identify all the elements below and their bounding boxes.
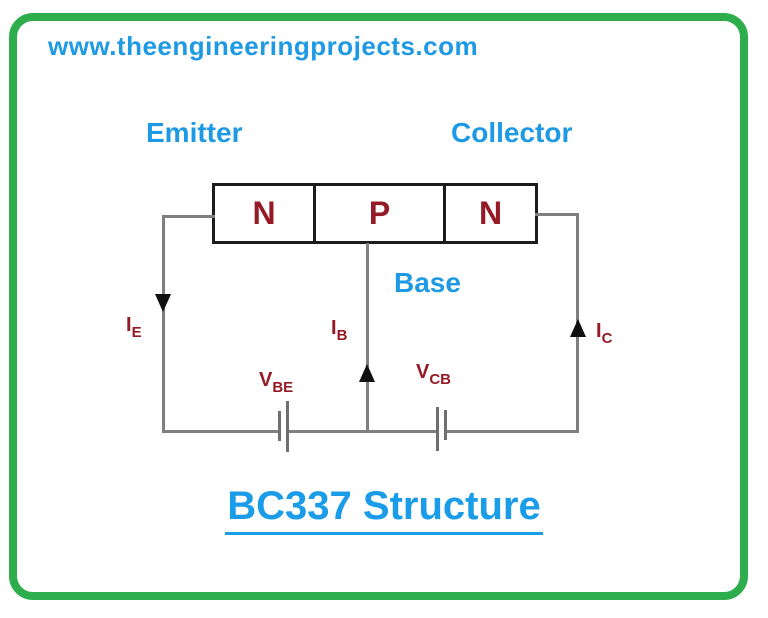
bottom-wire-left <box>162 430 279 433</box>
green-border-frame <box>9 13 748 600</box>
vcb-voltage-label: VCB <box>416 362 451 387</box>
npn-region-box: N P N <box>212 183 538 244</box>
base-wire-vertical <box>366 243 369 433</box>
base-region-p: P <box>313 186 446 241</box>
ie-subscript: E <box>131 324 142 341</box>
bottom-wire-right <box>447 430 579 433</box>
website-watermark: www.theengineeringprojects.com <box>48 31 479 61</box>
collector-region-n: N <box>478 195 503 231</box>
collector-wire-top <box>535 213 579 216</box>
title-row: BC337 Structure <box>0 484 768 535</box>
base-label: Base <box>394 267 461 298</box>
collector-current-arrow-up-icon <box>570 319 586 337</box>
ic-subscript: C <box>601 330 613 347</box>
base-current-arrow-up-icon <box>359 364 375 382</box>
collector-label: Collector <box>451 117 573 148</box>
vbe-symbol: V <box>259 369 273 391</box>
base-current-label: IB <box>331 318 347 343</box>
vcb-subscript: CB <box>429 371 452 388</box>
bottom-wire-middle <box>289 430 437 433</box>
collector-current-label: IC <box>596 321 612 346</box>
vbe-battery-plate-short <box>278 411 281 441</box>
vcb-battery-plate-long <box>436 407 439 451</box>
ib-symbol: I <box>331 317 337 339</box>
vcb-symbol: V <box>416 361 430 383</box>
ie-symbol: I <box>126 314 132 336</box>
diagram-title: BC337 Structure <box>225 484 543 535</box>
emitter-current-arrow-down-icon <box>155 294 171 312</box>
emitter-region-n: N <box>252 195 276 231</box>
emitter-current-label: IE <box>126 315 142 340</box>
emitter-label: Emitter <box>146 117 243 148</box>
ic-symbol: I <box>596 320 602 342</box>
emitter-wire-vertical <box>162 215 165 433</box>
vcb-battery-plate-short <box>444 410 447 440</box>
emitter-wire-top <box>162 215 215 218</box>
vbe-subscript: BE <box>272 379 294 396</box>
ib-subscript: B <box>336 327 348 344</box>
vbe-voltage-label: VBE <box>259 370 293 395</box>
vbe-battery-plate-long <box>286 401 289 452</box>
